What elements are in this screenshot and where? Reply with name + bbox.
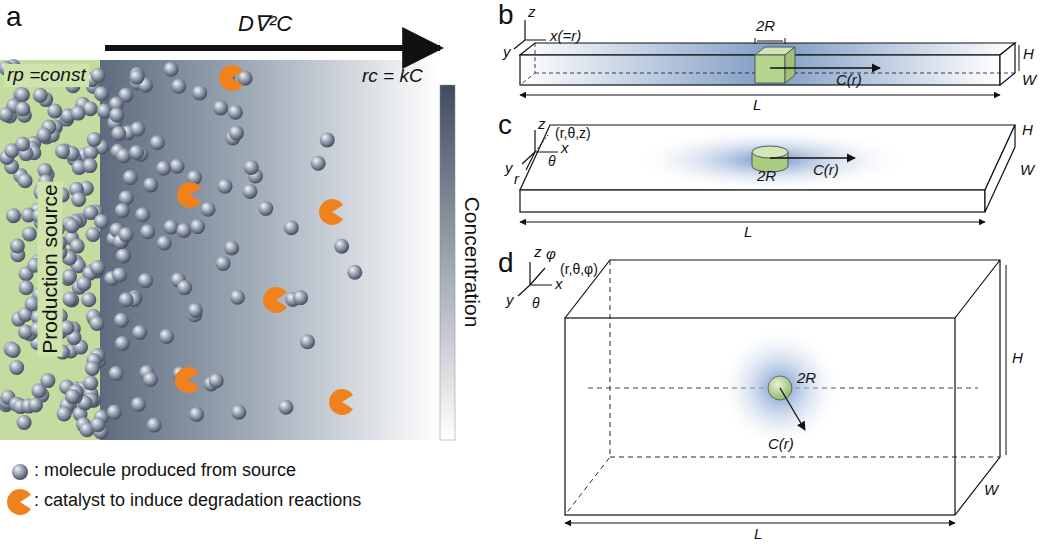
production-source-band: rp =constProduction source bbox=[0, 60, 100, 440]
label: W bbox=[1022, 72, 1036, 89]
label: 2R bbox=[756, 18, 775, 35]
legend-text: : catalyst to induce degradation reactio… bbox=[34, 491, 361, 511]
label: φ bbox=[546, 246, 556, 263]
label: y bbox=[505, 160, 513, 177]
label: W bbox=[1020, 162, 1034, 179]
label: z bbox=[538, 116, 546, 133]
label: z bbox=[528, 4, 536, 21]
band-label: Production source bbox=[37, 181, 62, 356]
label: H bbox=[1023, 46, 1034, 63]
label: y bbox=[503, 44, 511, 61]
panel-letter: c bbox=[498, 110, 512, 141]
label: (r,θ,z) bbox=[555, 126, 591, 141]
legend-text: : molecule produced from source bbox=[34, 461, 296, 481]
panel-letter: b bbox=[498, 0, 514, 31]
label: x(=r) bbox=[550, 28, 581, 45]
label: Concentration bbox=[460, 197, 483, 328]
label: x bbox=[555, 276, 563, 293]
label: rc = kC bbox=[362, 66, 423, 87]
rate-label: rp =const bbox=[4, 64, 89, 87]
label: (r,θ,φ) bbox=[560, 262, 598, 277]
label: θ bbox=[548, 154, 556, 169]
label: W bbox=[984, 482, 998, 499]
label: H bbox=[1022, 122, 1033, 139]
label: y bbox=[506, 292, 514, 309]
panel-letter: d bbox=[498, 248, 514, 279]
label: C(r) bbox=[813, 162, 839, 179]
label: C(r) bbox=[768, 436, 794, 453]
panel-letter: a bbox=[6, 2, 22, 33]
label: H bbox=[1012, 350, 1023, 367]
label: x bbox=[561, 140, 569, 157]
label: L bbox=[744, 224, 752, 241]
label: θ bbox=[532, 296, 540, 311]
label: 2R bbox=[797, 370, 816, 387]
label: L bbox=[753, 97, 761, 114]
label: z bbox=[534, 244, 542, 261]
label: L bbox=[754, 526, 762, 543]
label: r bbox=[514, 171, 519, 188]
label: C(r) bbox=[836, 72, 862, 89]
label: D∇²C bbox=[238, 12, 292, 36]
label: 2R bbox=[757, 168, 776, 185]
